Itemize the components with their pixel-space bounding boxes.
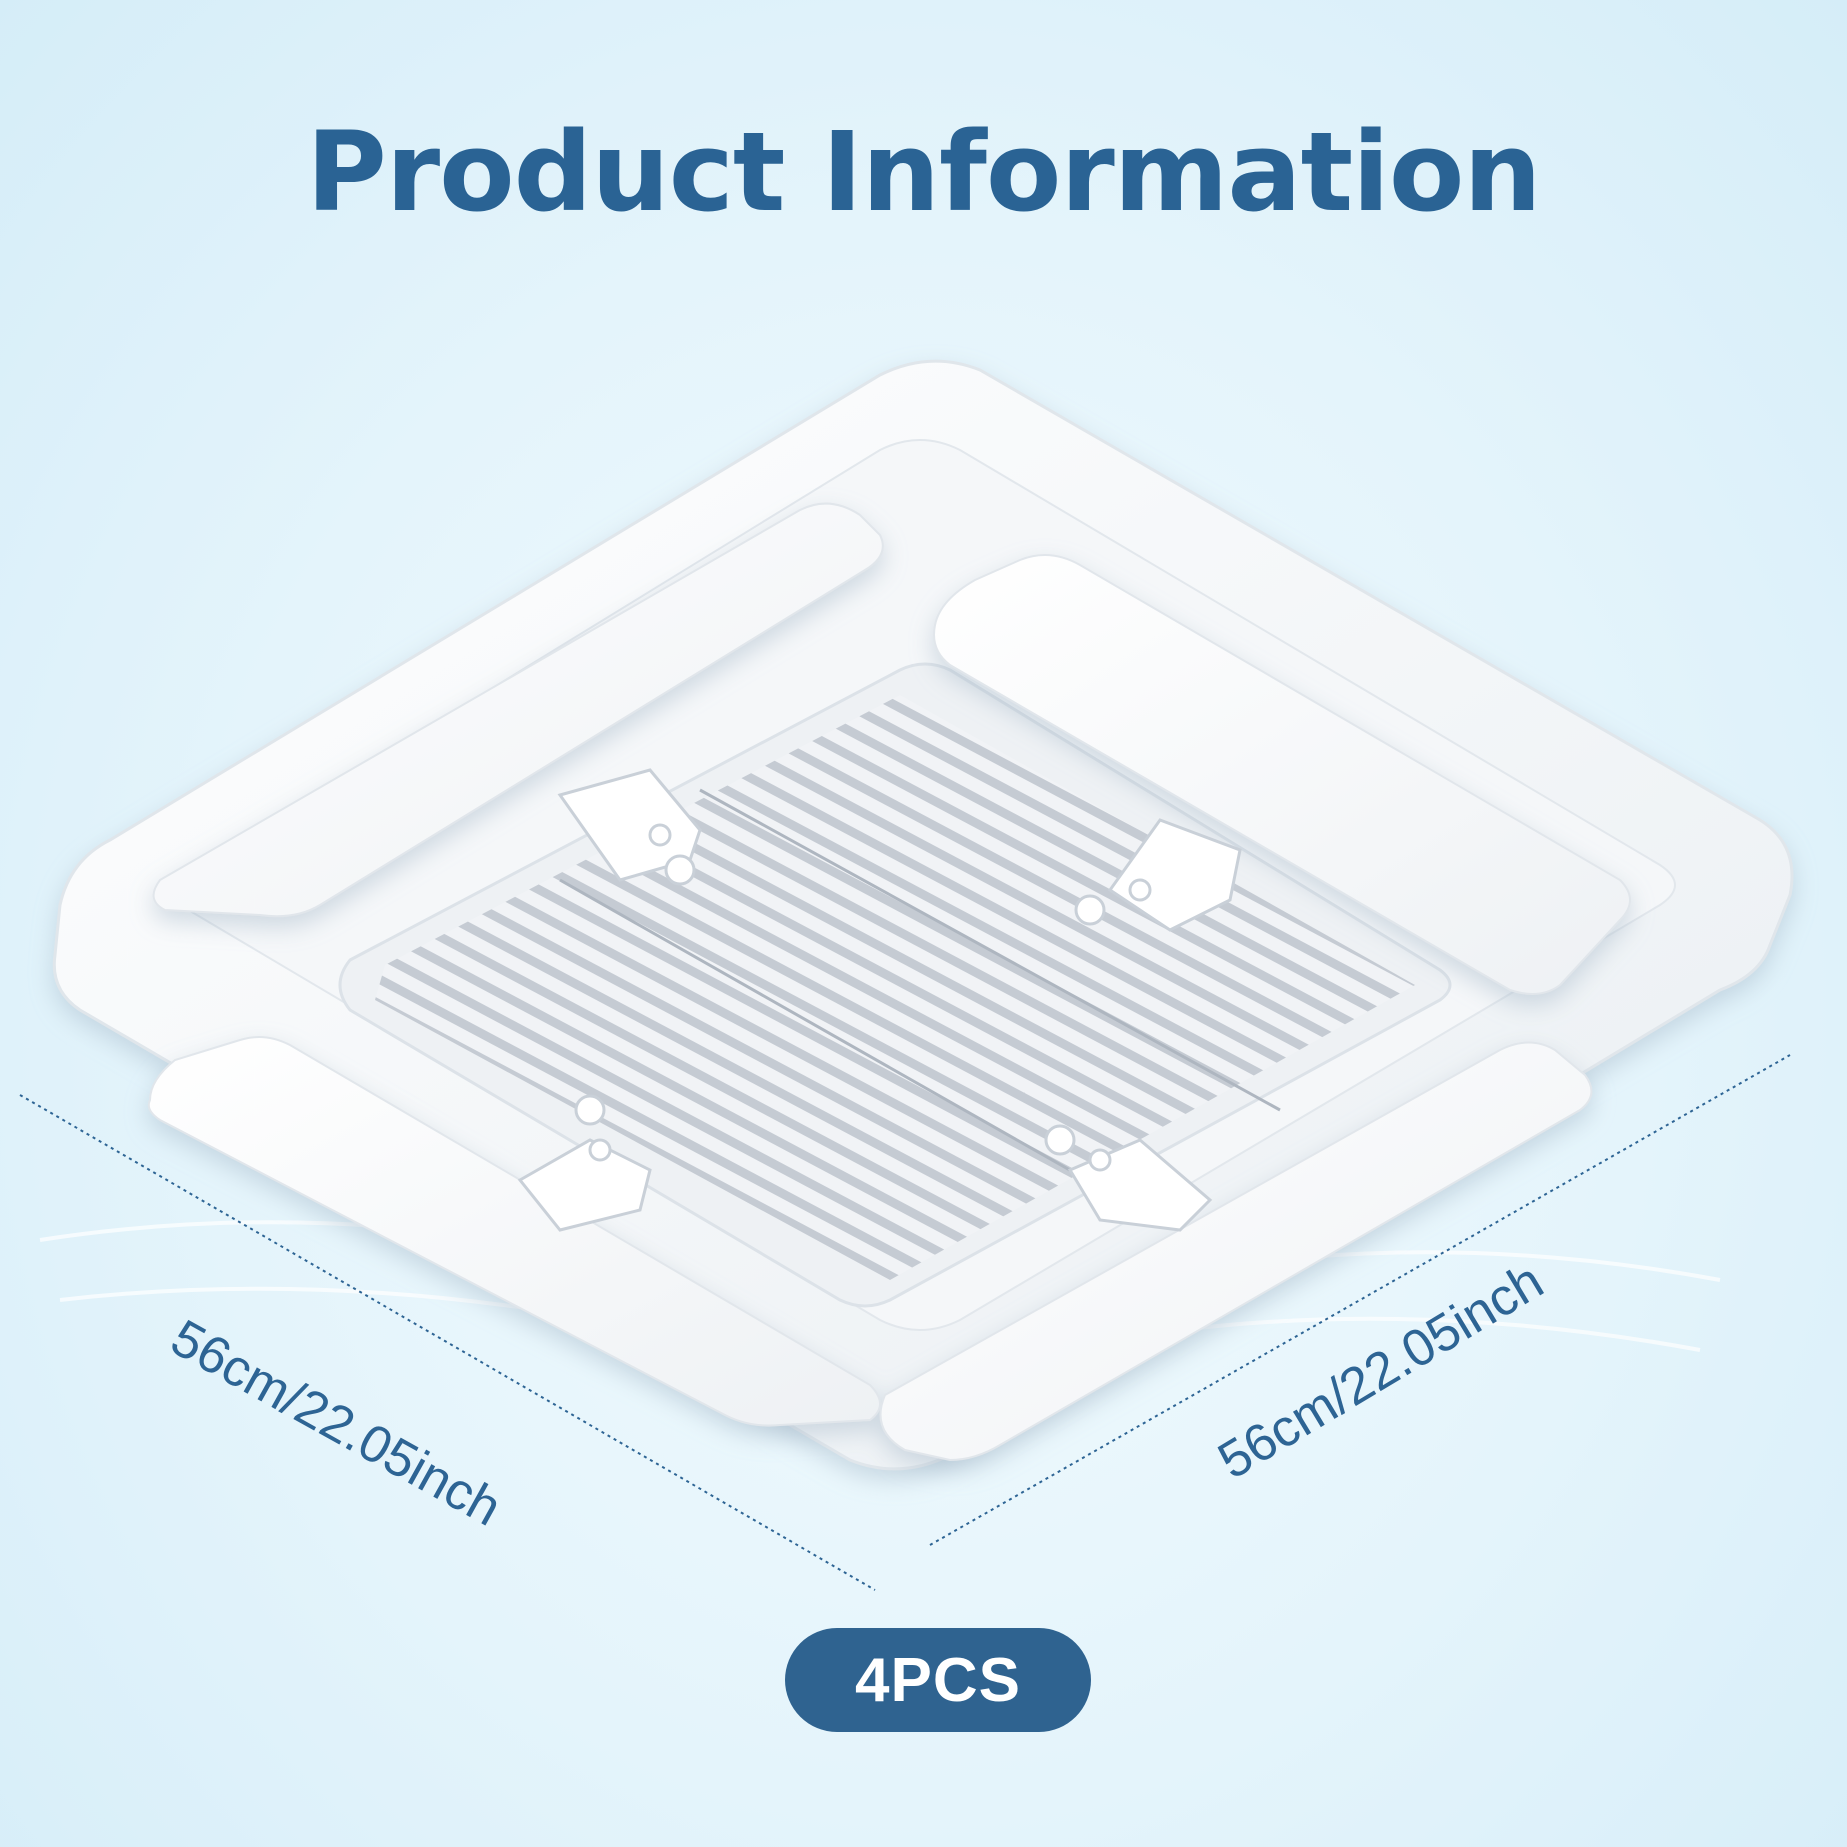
deflector-panel-top-left [152,502,884,918]
clip-top-right [1074,818,1242,932]
quantity-badge: 4PCS [785,1628,1091,1732]
deflector-panel-bottom-right [879,1041,1593,1462]
clip-bottom-left [517,1094,652,1232]
clip-bottom-right [1044,1124,1213,1232]
deflector-panel-top-right [933,554,1631,995]
mounting-clips [517,768,1242,1232]
clip-top-left [557,768,702,886]
deflector-panel-bottom-left [147,1035,881,1427]
page-title: Product Information [306,108,1542,236]
